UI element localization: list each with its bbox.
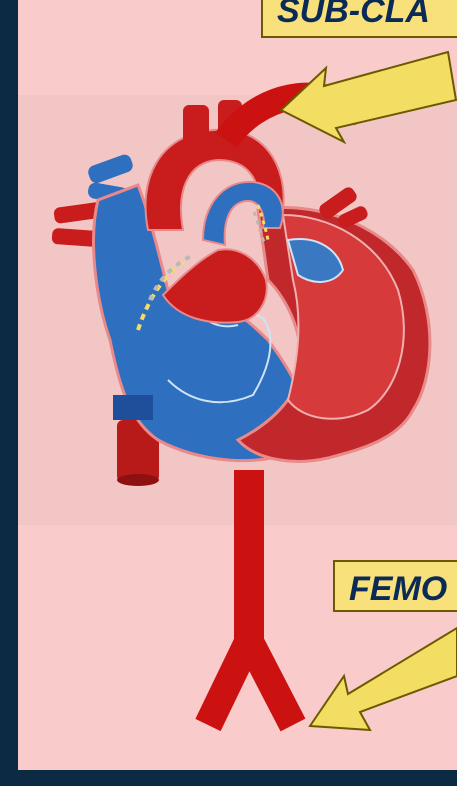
left-heart	[238, 208, 430, 462]
arrow-top-icon	[281, 52, 456, 142]
diagram-panel: SUB-CLA FEMO	[18, 0, 457, 770]
heart-diagram	[18, 0, 457, 770]
arrow-bottom-icon	[310, 628, 457, 730]
subclavian-label: SUB-CLA	[261, 0, 457, 38]
femoral-label: FEMO	[333, 560, 457, 612]
femoral-artery	[208, 470, 293, 725]
